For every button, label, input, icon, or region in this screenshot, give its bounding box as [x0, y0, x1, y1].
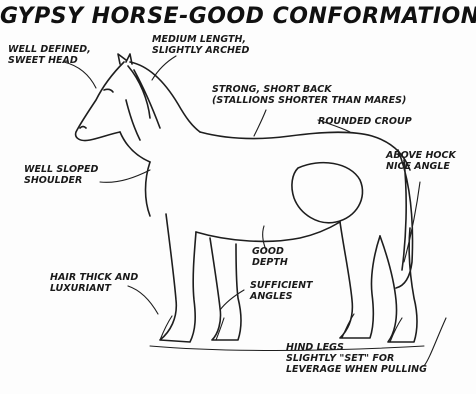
label-angles: SUFFICIENT ANGLES — [250, 280, 313, 302]
label-croup: ROUNDED CROUP — [318, 116, 412, 127]
label-back: STRONG, SHORT BACK (STALLIONS SHORTER TH… — [212, 84, 406, 106]
horse-throat — [120, 132, 150, 162]
label-depth-line2: DEPTH — [252, 257, 288, 268]
label-angles-line1: SUFFICIENT — [250, 280, 313, 291]
horse-neck-crest — [130, 62, 200, 132]
diagram-title: GYPSY HORSE-GOOD CONFORMATION — [0, 4, 476, 29]
label-neck: MEDIUM LENGTH, SLIGHTLY ARCHED — [152, 34, 249, 56]
horse-belly — [196, 222, 340, 241]
label-hind: HIND LEGS SLIGHTLY "SET" FOR LEVERAGE WH… — [286, 342, 427, 375]
label-hock-line2: NICE ANGLE — [386, 161, 456, 172]
label-head-line1: WELL DEFINED, — [8, 44, 91, 55]
leader-hind — [424, 318, 446, 366]
horse-eye — [104, 89, 113, 92]
horse-front-leg-far — [210, 238, 241, 340]
label-hind-line1: HIND LEGS — [286, 342, 427, 353]
horse-hind-leg-far — [380, 228, 417, 342]
horse-mane — [126, 66, 160, 140]
horse-nostril — [80, 127, 86, 129]
label-hair-line2: LUXURIANT — [50, 283, 138, 294]
leader-back — [254, 110, 266, 136]
label-hock-line1: ABOVE HOCK — [386, 150, 456, 161]
label-depth: GOOD DEPTH — [252, 246, 288, 268]
label-neck-line2: SLIGHTLY ARCHED — [152, 45, 249, 56]
label-croup-line1: ROUNDED CROUP — [318, 116, 412, 127]
label-back-line2: (STALLIONS SHORTER THAN MARES) — [212, 95, 406, 106]
label-head-line2: SWEET HEAD — [8, 55, 91, 66]
label-shoulder-line2: SHOULDER — [24, 175, 98, 186]
label-angles-line2: ANGLES — [250, 291, 313, 302]
label-shoulder: WELL SLOPED SHOULDER — [24, 164, 98, 186]
label-hind-line3: LEVERAGE WHEN PULLING — [286, 364, 427, 375]
label-hair-line1: HAIR THICK AND — [50, 272, 138, 283]
label-hair: HAIR THICK AND LUXURIANT — [50, 272, 138, 294]
label-shoulder-line1: WELL SLOPED — [24, 164, 98, 175]
label-head: WELL DEFINED, SWEET HEAD — [8, 44, 91, 66]
label-hind-line2: SLIGHTLY "SET" FOR — [286, 353, 427, 364]
horse-back-line — [200, 132, 410, 170]
label-back-line1: STRONG, SHORT BACK — [212, 84, 406, 95]
label-neck-line1: MEDIUM LENGTH, — [152, 34, 249, 45]
horse-hind-leg-near — [340, 222, 380, 338]
horse-pinto-patch — [292, 163, 363, 223]
horse-head-outline — [76, 62, 124, 141]
label-depth-line1: GOOD — [252, 246, 288, 257]
leader-shoulder — [100, 170, 150, 182]
label-hock: ABOVE HOCK NICE ANGLE — [386, 150, 456, 172]
horse-front-leg-near — [160, 214, 196, 342]
